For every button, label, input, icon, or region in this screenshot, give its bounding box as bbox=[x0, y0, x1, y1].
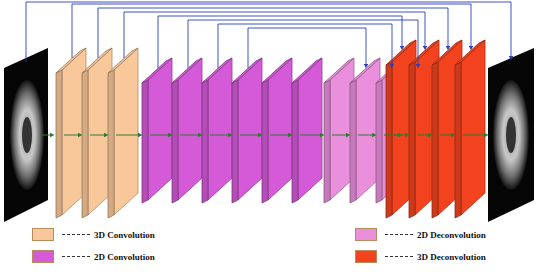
layer-top bbox=[172, 58, 202, 83]
layer-edge bbox=[82, 70, 88, 218]
layer-top bbox=[292, 58, 322, 83]
forward-arrow bbox=[240, 135, 260, 136]
forward-arrow bbox=[180, 135, 200, 136]
forward-arrow bbox=[150, 135, 170, 136]
layer-top bbox=[82, 48, 112, 73]
layer-edge bbox=[409, 62, 415, 218]
forward-arrow bbox=[394, 135, 407, 136]
layer-slab bbox=[268, 58, 292, 200]
forward-arrow bbox=[417, 135, 430, 136]
layer-edge bbox=[202, 80, 208, 203]
legend-label: 2D Convolution bbox=[94, 252, 155, 262]
legend-dash bbox=[385, 256, 413, 257]
layer-edge bbox=[455, 62, 461, 218]
layer-edge bbox=[324, 80, 330, 203]
layer-slab bbox=[208, 58, 232, 200]
legend-swatch bbox=[32, 250, 54, 263]
layer-slab bbox=[461, 40, 485, 215]
layer-top bbox=[324, 58, 354, 83]
layer-top bbox=[56, 48, 86, 73]
layer-top bbox=[409, 40, 439, 65]
forward-arrow bbox=[270, 135, 290, 136]
layer-top bbox=[432, 40, 462, 65]
legend-dash bbox=[62, 256, 90, 257]
layer-edge bbox=[376, 80, 382, 203]
layer-top bbox=[232, 58, 262, 83]
skip-connection bbox=[98, 8, 448, 58]
layer-top bbox=[350, 58, 380, 83]
layer-top bbox=[455, 40, 485, 65]
skip-connection bbox=[124, 12, 425, 58]
skip-connection bbox=[26, 2, 511, 62]
layer-edge bbox=[172, 80, 178, 203]
legend-label: 3D Deconvolution bbox=[417, 252, 486, 262]
forward-arrow bbox=[90, 135, 106, 136]
forward-arrow bbox=[40, 135, 52, 136]
layer-edge bbox=[262, 80, 268, 203]
brain-scan bbox=[10, 80, 44, 190]
layer-edge bbox=[56, 70, 62, 218]
layer-top bbox=[262, 58, 292, 83]
layer-edge bbox=[232, 80, 238, 203]
legend-label: 3D Convolution bbox=[94, 230, 155, 240]
layer-top bbox=[142, 58, 172, 83]
output-image bbox=[488, 48, 534, 222]
layer-slab bbox=[298, 58, 322, 200]
forward-arrow bbox=[300, 135, 322, 136]
legend-item: 3D Convolution bbox=[32, 228, 155, 241]
legend-item: 2D Convolution bbox=[32, 250, 155, 263]
skip-connection bbox=[218, 24, 392, 68]
legend-swatch bbox=[355, 228, 377, 241]
forward-arrow bbox=[116, 135, 140, 136]
skip-connection bbox=[188, 20, 418, 68]
layer-top bbox=[202, 58, 232, 83]
layer-top bbox=[386, 40, 416, 65]
legend-item: 2D Deconvolution bbox=[355, 228, 486, 241]
forward-arrow bbox=[210, 135, 230, 136]
layer-slab bbox=[148, 58, 172, 200]
skip-connection bbox=[158, 16, 402, 68]
skip-connection bbox=[72, 4, 471, 58]
legend-dash bbox=[385, 234, 413, 235]
layer-edge bbox=[292, 80, 298, 203]
forward-arrow bbox=[440, 135, 453, 136]
layer-slab bbox=[178, 58, 202, 200]
layer-top bbox=[108, 48, 138, 73]
legend-dash bbox=[62, 234, 90, 235]
brain-scan bbox=[493, 80, 529, 190]
layer-edge bbox=[386, 62, 392, 218]
forward-arrow bbox=[463, 135, 486, 136]
legend-label: 2D Deconvolution bbox=[417, 230, 486, 240]
forward-arrow bbox=[64, 135, 80, 136]
layer-slab bbox=[114, 48, 138, 215]
layer-slab bbox=[238, 58, 262, 200]
forward-arrow bbox=[332, 135, 348, 136]
layer-edge bbox=[108, 70, 114, 218]
forward-arrow bbox=[358, 135, 374, 136]
skip-connection bbox=[248, 28, 366, 68]
layer-edge bbox=[142, 80, 148, 203]
layer-edge bbox=[350, 80, 356, 203]
legend-swatch bbox=[355, 250, 377, 263]
legend-item: 3D Deconvolution bbox=[355, 250, 486, 263]
legend-swatch bbox=[32, 228, 54, 241]
layer-edge bbox=[432, 62, 438, 218]
